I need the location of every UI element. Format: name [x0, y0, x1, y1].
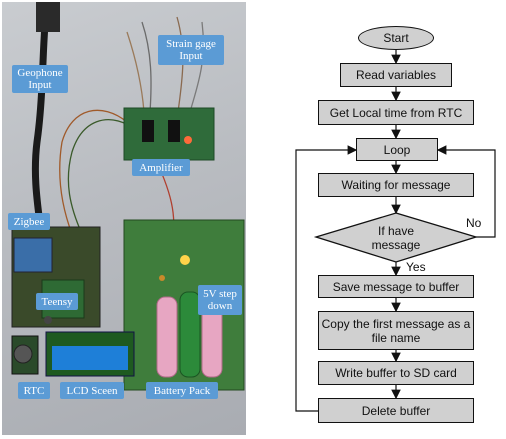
hardware-illustration: [11, 2, 245, 391]
zigbee-label: Zigbee: [8, 213, 50, 230]
step-down-label: 5V step down: [198, 285, 242, 315]
write-buffer-step: Write buffer to SD card: [318, 361, 474, 385]
decision-label: If have message: [371, 224, 421, 252]
get-local-time-step: Get Local time from RTC: [318, 100, 474, 125]
waiting-for-message-step: Waiting for message: [318, 173, 474, 197]
delete-buffer-step: Delete buffer: [318, 398, 474, 423]
save-message-step: Save message to buffer: [318, 275, 474, 298]
geophone-input-label: Geophone Input: [12, 65, 68, 93]
yes-branch-label: Yes: [406, 260, 426, 274]
battery-pack-label: Battery Pack: [146, 382, 218, 399]
flowchart-connectors: [295, 50, 496, 412]
no-branch-label: No: [466, 216, 482, 230]
lcd-screen-label: LCD Sceen: [60, 382, 124, 399]
read-variables-step: Read variables: [340, 63, 452, 87]
amplifier-label: Amplifier: [132, 159, 190, 176]
copy-first-message-step: Copy the first message as a file name: [318, 311, 474, 350]
flowchart: Start Read variables Get Local time from…: [258, 0, 506, 439]
start-node: Start: [358, 26, 434, 50]
decision-diamond: [313, 212, 479, 263]
strain-gage-input-label: Strain gage Input: [158, 35, 224, 65]
hardware-photo: Geophone Input Strain gage Input Amplifi…: [2, 2, 246, 435]
rtc-label: RTC: [18, 382, 50, 399]
loop-step: Loop: [356, 138, 438, 161]
teensy-label: Teensy: [36, 293, 78, 310]
